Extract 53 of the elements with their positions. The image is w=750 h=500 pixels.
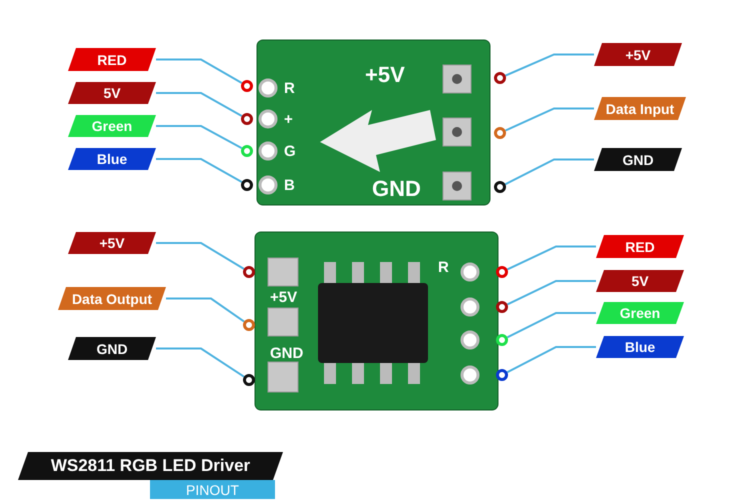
silkscreen-label: R <box>284 81 295 96</box>
pin-marker-ring <box>496 334 508 346</box>
pin-label: Data Input <box>594 97 686 120</box>
pin-marker-ring <box>496 301 508 313</box>
leader-line <box>506 246 596 270</box>
subtitle: PINOUT <box>150 480 275 499</box>
pin-marker-ring <box>241 145 253 157</box>
pin-marker-ring <box>243 374 255 386</box>
pin-label: 5V <box>596 270 684 292</box>
silkscreen-label: +5V <box>270 290 298 305</box>
pin-label: Blue <box>596 336 684 358</box>
pin-marker-ring <box>496 369 508 381</box>
silkscreen-label: +5V <box>365 64 405 86</box>
pin-marker-ring <box>496 266 508 278</box>
pin-marker-ring <box>494 127 506 139</box>
pin-marker-ring <box>241 179 253 191</box>
leader-line <box>156 125 242 149</box>
pin-label: +5V <box>594 43 682 66</box>
pin-marker-ring <box>494 72 506 84</box>
leader-line <box>505 108 594 132</box>
silkscreen-label: G <box>284 144 296 159</box>
pin-label: Green <box>596 302 684 324</box>
leader-line <box>156 348 245 378</box>
silkscreen-label: GND <box>372 178 421 200</box>
leader-line <box>506 280 596 306</box>
pin-label: GND <box>594 148 682 171</box>
silkscreen-label: + <box>284 112 293 127</box>
pin-marker-ring <box>241 80 253 92</box>
pin-label: 5V <box>68 82 156 104</box>
pin-label: RED <box>596 235 684 258</box>
pin-label: +5V <box>68 232 156 254</box>
pin-label: RED <box>68 48 156 71</box>
pin-marker-ring <box>494 181 506 193</box>
leader-line <box>156 158 242 183</box>
silkscreen-label: B <box>284 178 295 193</box>
pin-marker-ring <box>241 113 253 125</box>
pin-marker-ring <box>243 319 255 331</box>
leader-line <box>505 54 594 77</box>
leader-line <box>504 158 594 186</box>
leader-line <box>156 58 242 84</box>
pin-marker-ring <box>243 266 255 278</box>
leader-line <box>156 92 242 117</box>
leader-line <box>156 242 244 270</box>
leader-line <box>506 346 596 374</box>
pin-label: Data Output <box>58 287 166 310</box>
title: WS2811 RGB LED Driver <box>18 452 283 480</box>
pin-label: GND <box>68 337 156 360</box>
silkscreen-label: R <box>438 260 449 275</box>
pin-label: Blue <box>68 148 156 170</box>
silkscreen-label: GND <box>270 346 304 361</box>
leader-line <box>166 298 245 322</box>
pin-label: Green <box>68 115 156 137</box>
leader-line <box>506 312 596 338</box>
